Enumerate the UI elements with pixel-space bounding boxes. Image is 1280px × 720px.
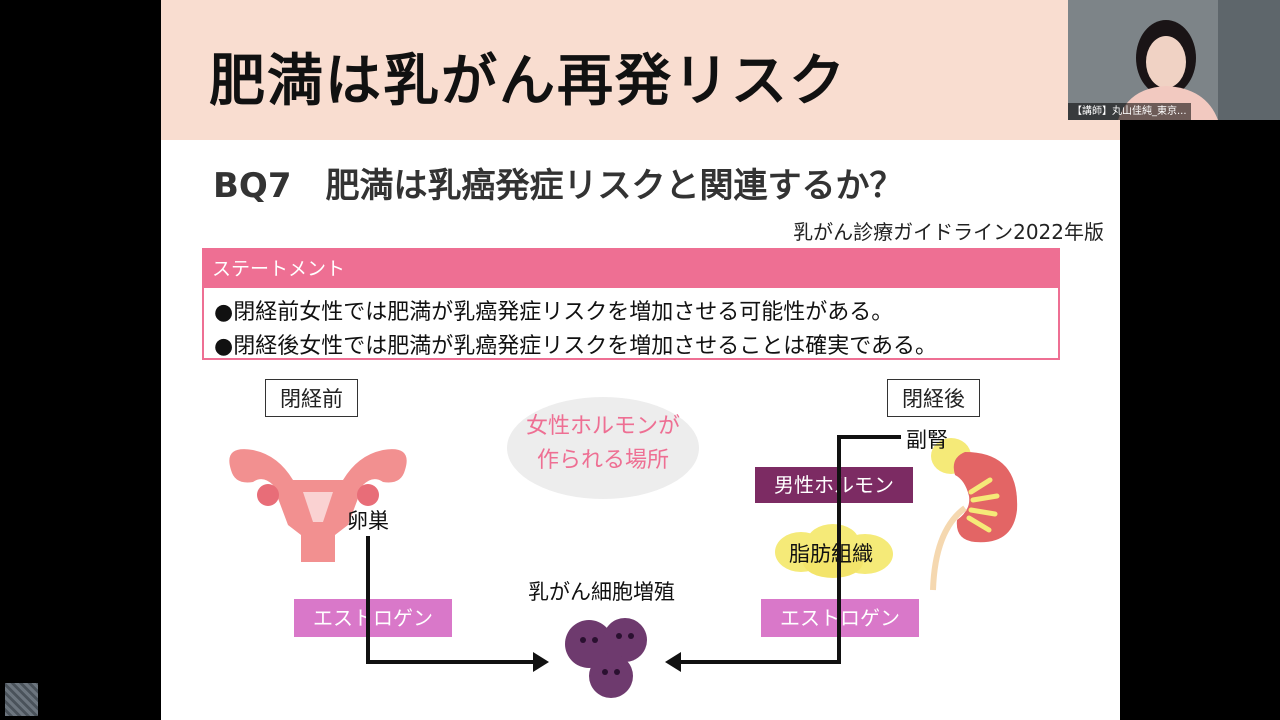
cancer-cells-illustration [565, 618, 647, 698]
statement-header: ステートメント [204, 250, 1058, 288]
self-view-thumbnail[interactable] [5, 683, 38, 716]
connector-right-horizontal [679, 660, 841, 664]
hormone-bubble-text: 女性ホルモンが 作られる場所 [507, 410, 699, 478]
hormone-bubble-line-2: 作られる場所 [536, 448, 669, 473]
male-hormone-label: 男性ホルモン [755, 467, 913, 503]
guideline-source: 乳がん診療ガイドライン2022年版 [793, 220, 1104, 244]
connector-right-top [837, 435, 901, 439]
adrenal-label: 副腎 [906, 428, 948, 452]
postmenopause-label: 閉経後 [887, 379, 980, 417]
slide-subtitle: BQ7 肥満は乳癌発症リスクと関連するか？ [213, 166, 904, 206]
connector-right-vertical [837, 435, 841, 664]
arrow-right-icon [533, 652, 549, 672]
arrow-left-icon [665, 652, 681, 672]
uterus-illustration [229, 449, 407, 562]
participant-avatar [1068, 0, 1280, 120]
statement-box: ステートメント ●閉経前女性では肥満が乳癌発症リスクを増加させる可能性がある。 … [202, 248, 1060, 360]
statement-line-2: ●閉経後女性では肥満が乳癌発症リスクを増加させることは確実である。 [214, 334, 937, 359]
adipose-label: 脂肪組織 [789, 542, 873, 566]
ovary-label: 卵巣 [347, 509, 389, 533]
hormone-bubble [507, 397, 699, 499]
participant-name: 【講師】丸山佳純_東京... [1068, 103, 1191, 120]
estrogen-label-left: エストロゲン [294, 599, 452, 637]
presentation-slide: 肥満は乳がん再発リスク BQ7 肥満は乳癌発症リスクと関連するか？ 乳がん診療ガ… [161, 0, 1120, 720]
kidney-illustration [930, 438, 1018, 591]
slide-title: 肥満は乳がん再発リスク [209, 49, 847, 114]
connector-left-vertical [366, 536, 370, 664]
premenopause-label: 閉経前 [265, 379, 358, 417]
adipose-illustration [775, 524, 893, 578]
connector-left-horizontal [366, 660, 536, 664]
statement-line-1: ●閉経前女性では肥満が乳癌発症リスクを増加させる可能性がある。 [214, 300, 894, 325]
proliferation-label: 乳がん細胞増殖 [528, 580, 675, 604]
participant-video-tile[interactable]: 【講師】丸山佳純_東京... [1068, 0, 1280, 120]
title-band [161, 0, 1120, 140]
hormone-bubble-line-1: 女性ホルモンが [525, 414, 680, 439]
